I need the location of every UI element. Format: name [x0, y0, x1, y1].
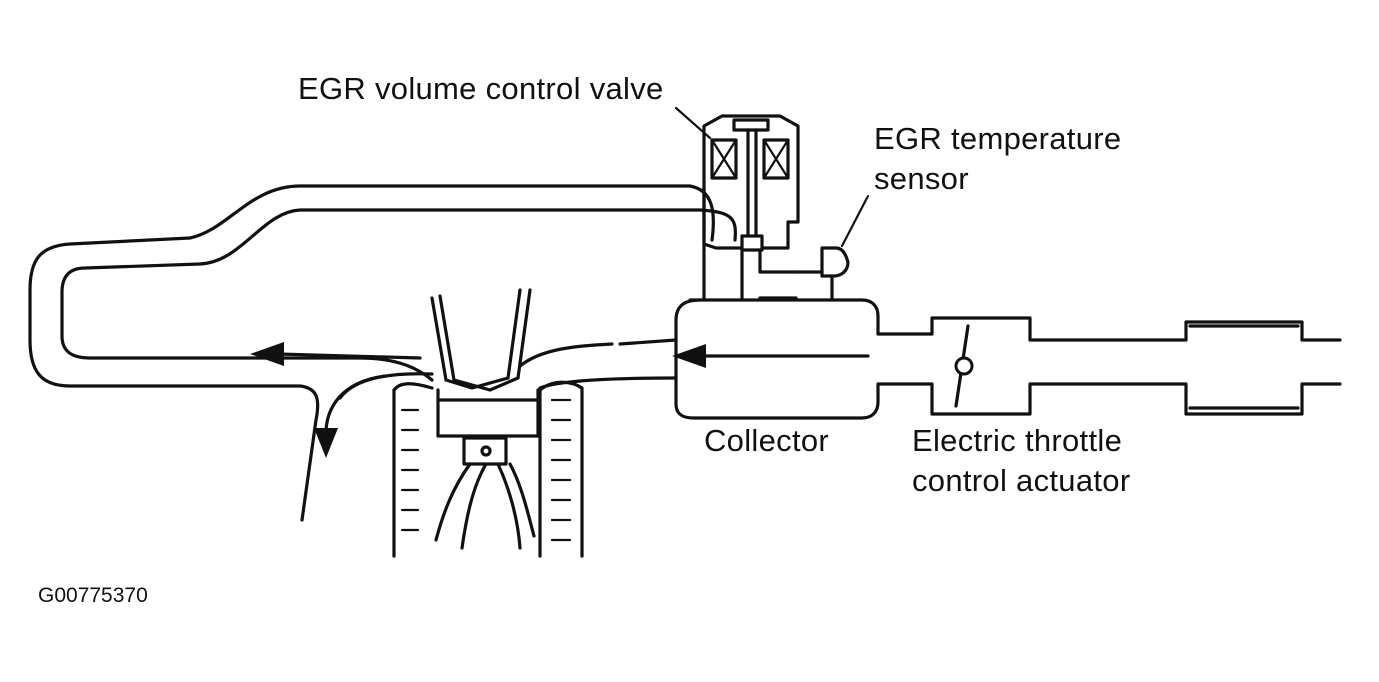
label-electric-throttle-line1: Electric throttle — [912, 423, 1123, 458]
egr-temperature-sensor — [794, 194, 870, 302]
collector — [518, 298, 1342, 420]
egr-volume-control-valve — [674, 106, 800, 302]
egr-flow-arrow — [250, 342, 284, 366]
label-electric-throttle-line2: control actuator — [912, 463, 1131, 498]
engine-cylinder — [392, 288, 584, 558]
label-collector: Collector — [704, 423, 830, 458]
air-inlet-duct — [1188, 324, 1300, 410]
flow-arrows — [250, 342, 870, 458]
label-egr-volume-control-valve: EGR volume control valve — [298, 71, 664, 106]
intake-flow-arrow — [672, 344, 706, 368]
label-egr-temperature-sensor-line2: sensor — [874, 161, 969, 196]
figure-code: G00775370 — [38, 584, 148, 607]
label-egr-temperature-sensor-line1: EGR temperature — [874, 121, 1122, 156]
egr-return-pipe — [28, 184, 737, 522]
electric-throttle-control-actuator — [954, 324, 974, 408]
exhaust-flow-arrow — [314, 428, 338, 458]
coolant-hatching — [400, 398, 572, 542]
